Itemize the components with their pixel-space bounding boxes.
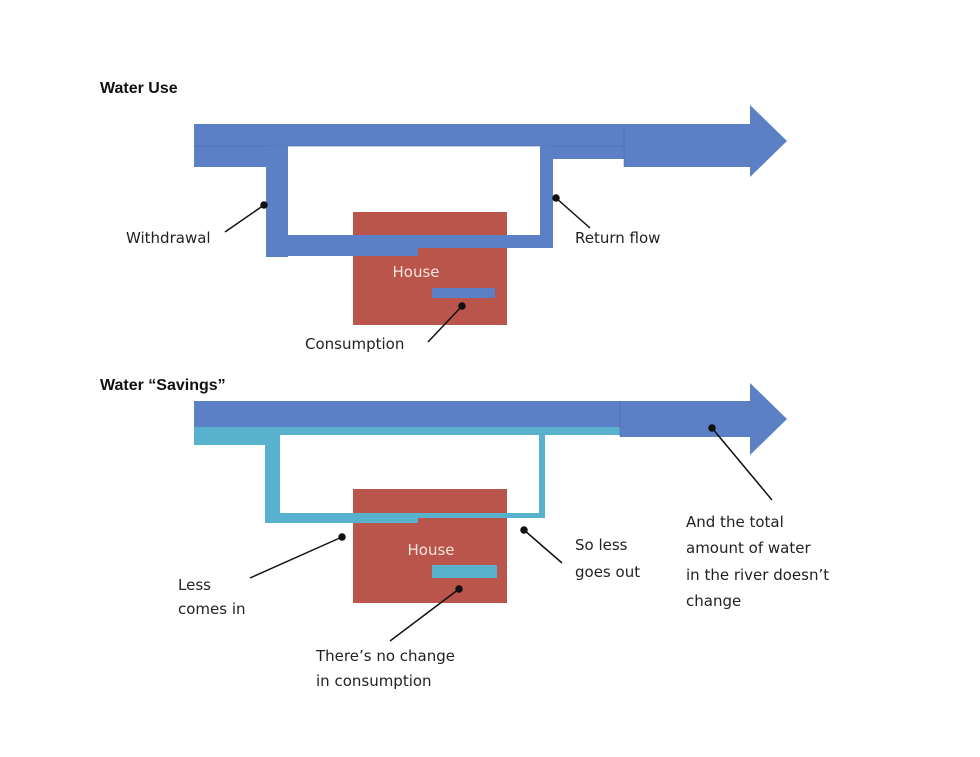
river-arrow — [194, 105, 787, 177]
panel-title: Water “Savings” — [100, 377, 226, 394]
river-arrowhead — [750, 383, 787, 455]
river-saved-band — [265, 427, 620, 435]
river-upper-band — [194, 401, 754, 427]
outflow-pipe — [418, 235, 553, 248]
return-pipe — [539, 427, 545, 518]
house-label: House — [407, 541, 454, 559]
river-withdrawn-band — [194, 427, 280, 445]
house — [353, 212, 507, 325]
no-change-pointer — [389, 585, 463, 642]
intake-pipe — [266, 235, 418, 256]
total-label-line1: And the total — [686, 513, 784, 531]
no-change-label-line1: There’s no change — [315, 647, 455, 665]
less-out-label-line2: goes out — [575, 563, 640, 581]
less-in-label-line1: Less — [178, 576, 211, 594]
return-pipe — [540, 146, 553, 248]
house-label: House — [392, 263, 439, 281]
total-pointer — [708, 424, 773, 501]
return-flow-pointer — [552, 194, 591, 229]
less-out-pointer — [520, 526, 563, 564]
withdrawal-pointer — [224, 201, 268, 233]
consumption-pointer — [427, 302, 466, 343]
panel-water-use: Water Use House Withdrawal Return flow C… — [100, 80, 787, 353]
panel-title: Water Use — [100, 80, 178, 97]
less-in-pointer — [249, 533, 346, 579]
intake-pipe — [265, 513, 418, 523]
withdrawal-label: Withdrawal — [126, 229, 211, 247]
total-label-line3: in the river doesn’t — [686, 566, 829, 584]
no-change-label-line2: in consumption — [316, 672, 432, 690]
less-in-label-line2: comes in — [178, 600, 246, 618]
total-label-line2: amount of water — [686, 539, 811, 557]
return-flow-label: Return flow — [575, 229, 660, 247]
river-downstream-band — [624, 146, 754, 167]
river-downstream-band — [620, 427, 754, 437]
consumption-label: Consumption — [305, 335, 404, 353]
total-label-line4: change — [686, 592, 741, 610]
withdrawal-pipe — [265, 427, 280, 523]
withdrawal-pipe — [266, 146, 288, 257]
outflow-pipe — [418, 513, 545, 518]
river-withdrawn-band — [194, 146, 288, 167]
panel-water-savings: Water “Savings” House Less comes in So l… — [100, 377, 829, 690]
consumption-bar — [432, 288, 495, 298]
less-out-label-line1: So less — [575, 536, 628, 554]
river-arrowhead — [750, 105, 787, 177]
river-arrow — [194, 383, 787, 455]
consumption-bar — [432, 565, 497, 578]
house — [353, 489, 507, 603]
river-upper-band — [194, 124, 754, 146]
